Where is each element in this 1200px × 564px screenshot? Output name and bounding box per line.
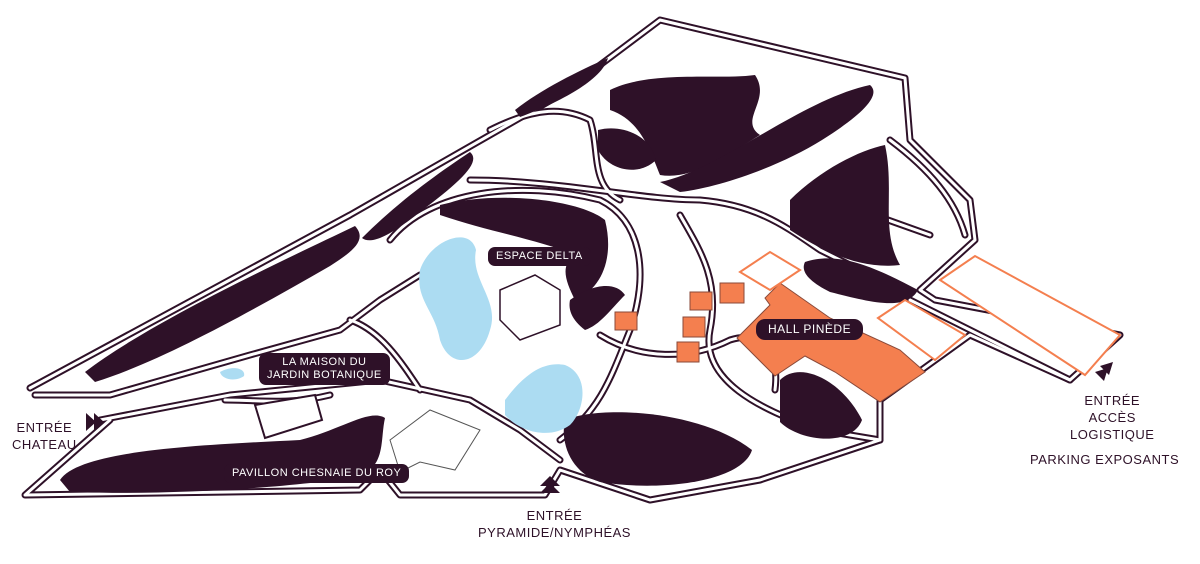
entree-chateau-arrow-icon <box>86 413 104 431</box>
lakes <box>220 237 583 433</box>
buildings <box>253 250 1122 473</box>
entree-logistique-arrow-icon <box>1095 362 1113 381</box>
entree-pyramide: ENTRÉE PYRAMIDE/NYMPHÉAS <box>478 507 631 541</box>
roads <box>21 16 1124 504</box>
entree-logistique-line2: ACCÈS <box>1088 410 1136 425</box>
entree-logistique-line3: LOGISTIQUE <box>1070 427 1155 442</box>
entree-pyramide-arrow-icon <box>540 476 560 493</box>
parking-exposants-label: PARKING EXPOSANTS <box>1030 452 1180 467</box>
label-espace-delta[interactable]: ESPACE DELTA <box>488 247 591 266</box>
label-maison-line1: LA MAISON DU <box>282 356 367 368</box>
entrance-arrows <box>86 362 1113 493</box>
entree-pyramide-line1: ENTRÉE <box>526 508 583 523</box>
entree-pyramide-line2: PYRAMIDE/NYMPHÉAS <box>478 525 631 540</box>
entree-logistique-line1: ENTRÉE <box>1084 393 1141 408</box>
label-pavillon-chesnaie[interactable]: PAVILLON CHESNAIE DU ROY <box>224 464 410 483</box>
woods <box>60 58 918 493</box>
label-maison-jardin-botanique[interactable]: LA MAISON DU JARDIN BOTANIQUE <box>259 353 390 385</box>
label-maison-line2: JARDIN BOTANIQUE <box>267 369 382 381</box>
entree-chateau-line1: ENTRÉE <box>16 420 73 435</box>
label-hall-pinede[interactable]: HALL PINÈDE <box>756 319 864 340</box>
hall-pinede-building <box>736 282 926 403</box>
entree-chateau-line2: CHATEAU <box>12 437 77 452</box>
entree-chateau: ENTRÉE CHATEAU <box>12 419 77 453</box>
parking-exposants-area <box>938 254 1122 377</box>
entree-logistique: ENTRÉE ACCÈS LOGISTIQUE <box>1070 392 1154 443</box>
